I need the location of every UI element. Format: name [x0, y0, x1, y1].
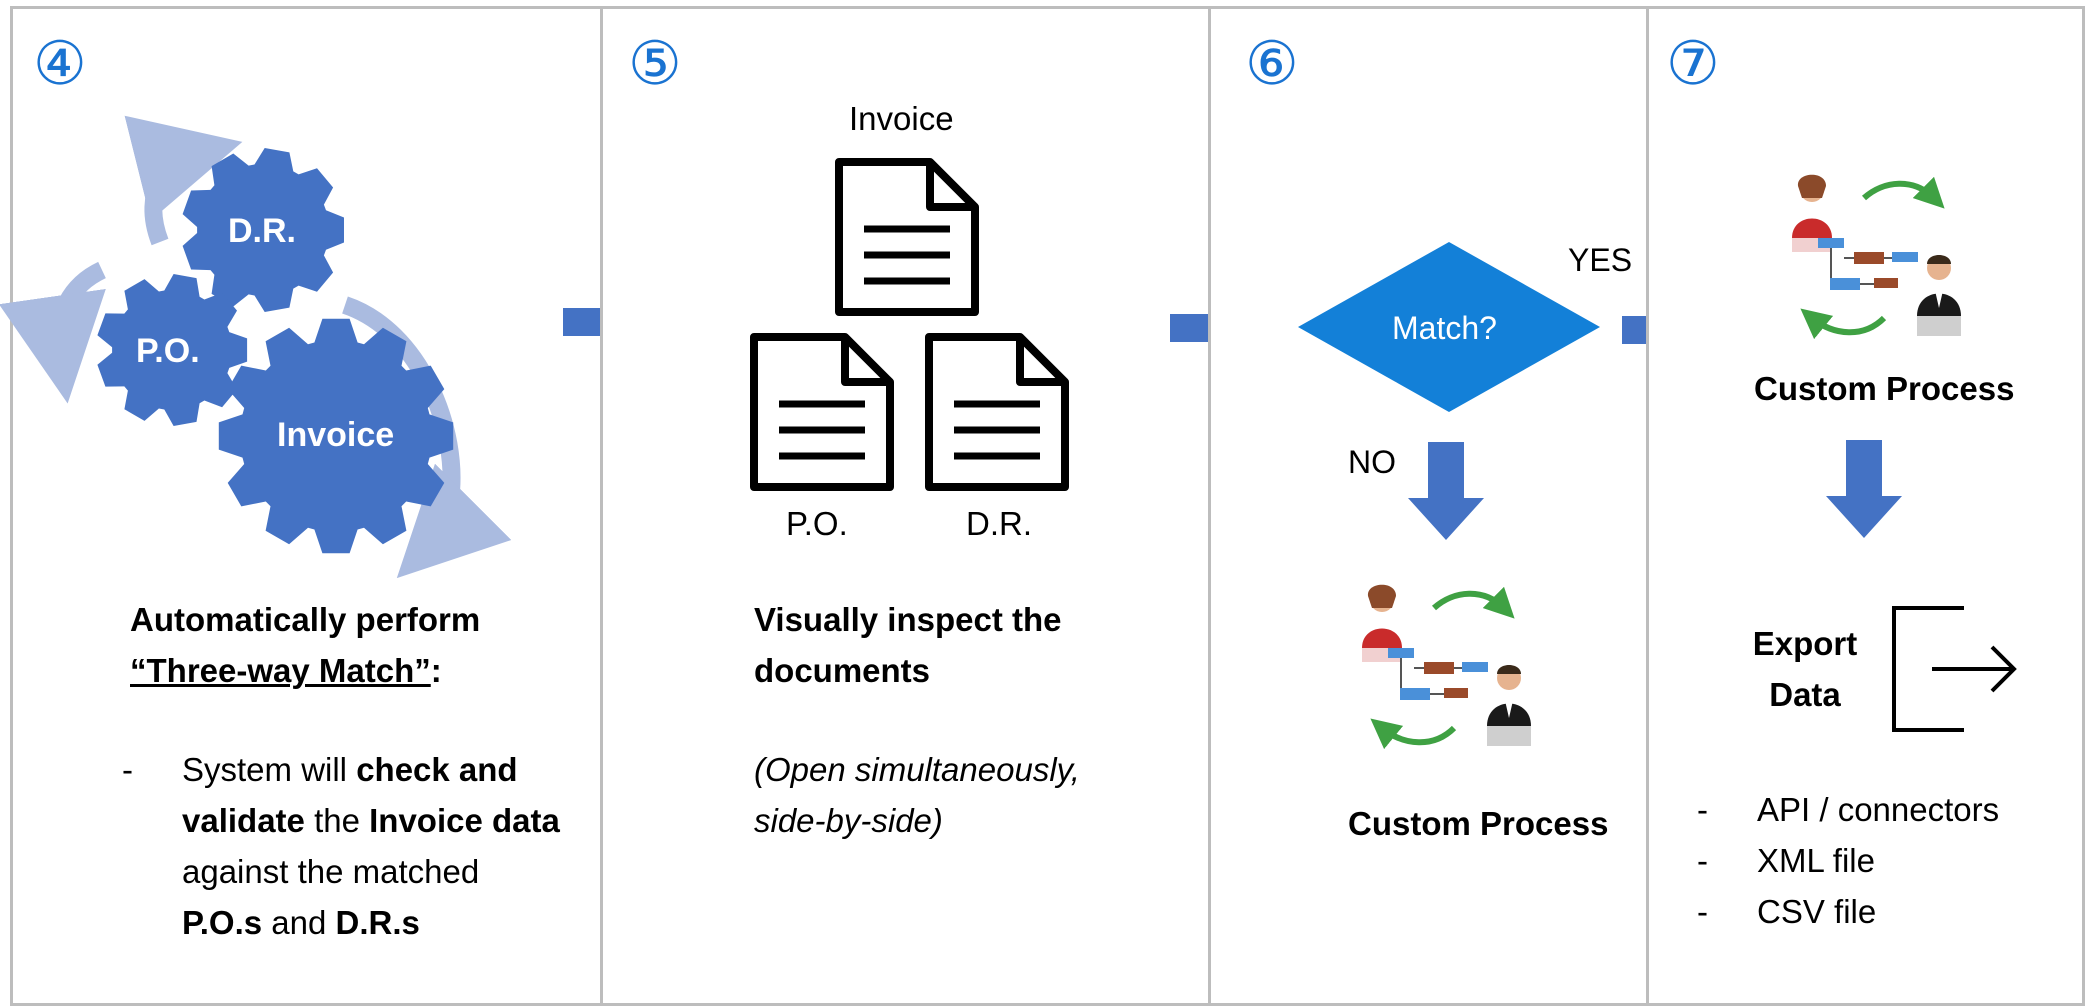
dr-document-icon: [925, 333, 1069, 491]
custom-process-label-7: Custom Process: [1754, 370, 2015, 407]
step-4-bullets: System will check and validate the Invoi…: [122, 744, 562, 948]
flow-arrow-no-down: [1408, 442, 1484, 540]
gear-po-icon: [97, 274, 248, 426]
step-4-heading: Automatically perform “Three-way Match”:: [130, 601, 481, 689]
yes-label: YES: [1568, 242, 1633, 278]
step-5-number: ⑤: [628, 29, 682, 99]
step-4-number: ④: [33, 29, 87, 99]
export-options-list: API / connectorsXML fileCSV file: [1697, 784, 2077, 937]
custom-process-label-6: Custom Process: [1348, 805, 1609, 842]
custom-process-icon-7: [1792, 174, 1961, 340]
invoice-document-label: Invoice: [849, 100, 954, 137]
step-5-panel: [600, 6, 1212, 1006]
po-document-label: P.O.: [786, 505, 848, 542]
gear-invoice-icon: [218, 318, 454, 554]
export-option-item: API / connectors: [1697, 784, 2077, 835]
export-arrow-icon: [1892, 606, 2017, 732]
gear-dr-icon: [182, 148, 344, 312]
custom-process-icon-6: [1362, 584, 1531, 750]
export-option-item: CSV file: [1697, 886, 2077, 937]
match-decision-diamond: [1298, 242, 1600, 412]
gear-dr-label: D.R.: [228, 212, 296, 250]
gear-dr-shape: [182, 148, 344, 312]
gear-po-label: P.O.: [136, 332, 200, 370]
dr-document-label: D.R.: [966, 505, 1032, 542]
step-5-note: (Open simultaneously, side-by-side): [754, 751, 1080, 839]
gear-po-shape: [97, 274, 248, 426]
invoice-document-icon: [835, 158, 979, 316]
gear-invoice-label: Invoice: [277, 416, 395, 454]
step-4-bullet: System will check and validate the Invoi…: [122, 744, 562, 948]
po-document-icon: [750, 333, 894, 491]
step-7-number: ⑦: [1666, 29, 1720, 99]
step-5-heading: Visually inspect the documents: [754, 601, 1062, 689]
no-label: NO: [1348, 444, 1396, 480]
three-way-match-gears-icon: [0, 115, 512, 579]
step-6-number: ⑥: [1245, 29, 1299, 99]
gear-inv-shape: [218, 318, 454, 554]
export-data-label: Export Data: [1752, 625, 1858, 713]
match-decision-label: Match?: [1392, 310, 1497, 346]
export-option-item: XML file: [1697, 835, 2077, 886]
flow-arrow-export-down: [1826, 440, 1902, 538]
